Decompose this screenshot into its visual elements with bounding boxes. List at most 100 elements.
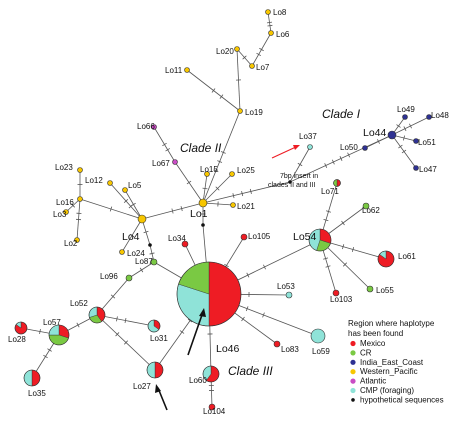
black-arrow-lo27	[157, 387, 168, 411]
node-lo20	[234, 46, 240, 52]
node-lo12	[107, 180, 113, 186]
legend-label-2: India_East_Coast	[360, 358, 424, 367]
mutation-tick	[110, 294, 116, 299]
mutation-tick	[351, 246, 355, 253]
mutation-tick	[323, 218, 329, 222]
legend-items: MexicoCRIndia_East_CoastWestern_PacificA…	[350, 339, 444, 404]
legend-label-6: hypothetical sequences	[360, 395, 444, 404]
label-lo28: Lo28	[8, 335, 26, 344]
node-lo1	[198, 198, 208, 208]
mutation-tick	[217, 160, 223, 163]
mutation-tick	[262, 312, 265, 318]
label-lo57: Lo57	[43, 318, 61, 327]
mutation-ticks	[39, 21, 412, 391]
label-lo11: Lo11	[165, 66, 183, 75]
node-lo8	[265, 9, 271, 15]
label-lo25: Lo25	[237, 166, 255, 175]
black-arrowhead-clade3	[199, 308, 206, 317]
label-lo60: Lo60	[189, 376, 207, 385]
mutation-tick	[213, 169, 219, 173]
mutation-tick	[342, 262, 348, 267]
node-lo62	[362, 202, 370, 210]
label-lo51: Lo51	[418, 138, 436, 147]
edge-Lo1-h290182	[202, 181, 291, 204]
mutation-tick	[263, 264, 266, 270]
mutation-tick	[128, 204, 133, 209]
node-lo4	[137, 214, 147, 224]
haplotype-labels: Lo1Lo2Lo3Lo4Lo5Lo6Lo7Lo8Lo11Lo12Lo15Lo16…	[8, 8, 449, 416]
legend-swatch-4	[350, 378, 356, 384]
legend-swatch-2	[350, 359, 356, 365]
label-lo61: Lo61	[398, 252, 416, 261]
label-lo46: Lo46	[216, 343, 240, 355]
mutation-tick	[342, 244, 345, 250]
mutation-tick	[39, 328, 41, 335]
label-lo66: Lo66	[137, 122, 155, 131]
label-lo4: Lo4	[122, 231, 140, 243]
node-lo52	[88, 306, 106, 324]
label-lo37: Lo37	[299, 132, 317, 141]
clade-2-label: Clade II	[180, 141, 222, 155]
node-lo11	[184, 67, 190, 73]
pie-slice-mexico	[208, 261, 242, 327]
label-lo105: Lo105	[248, 232, 271, 241]
mutation-tick	[324, 163, 328, 168]
label-lo49: Lo49	[397, 105, 415, 114]
label-lo62: Lo62	[362, 206, 380, 215]
label-lo83: Lo83	[281, 345, 299, 354]
node-lo25	[229, 171, 235, 177]
node-lo3	[63, 209, 69, 215]
label-lo87: Lo87	[135, 257, 153, 266]
insert-note-line1: 7bp insert in	[280, 173, 318, 180]
label-lo27: Lo27	[133, 382, 151, 391]
mutation-tick	[211, 88, 216, 93]
label-lo48: Lo48	[431, 111, 449, 120]
mutation-tick	[347, 152, 351, 158]
mutation-tick	[47, 348, 52, 352]
mutation-tick	[129, 233, 135, 238]
node-lo55	[366, 285, 374, 293]
mutation-tick	[187, 318, 193, 323]
node-lo31	[147, 319, 161, 333]
mutation-tick	[259, 47, 264, 52]
node-lo35	[23, 369, 41, 387]
mutation-tick	[331, 159, 335, 165]
label-lo24: Lo24	[127, 249, 145, 258]
pie-slice-cmp	[146, 361, 156, 379]
label-lo34: Lo34	[168, 234, 186, 243]
hypothetical-node	[288, 180, 292, 184]
label-lo53: Lo53	[277, 282, 295, 291]
label-lo54: Lo54	[293, 231, 317, 243]
label-lo59: Lo59	[312, 347, 330, 356]
node-lo48	[426, 114, 432, 120]
black-arrowhead-lo27	[155, 384, 161, 393]
mutation-tick	[325, 265, 331, 268]
pie-slice-mexico	[31, 369, 41, 387]
node-lo71	[333, 179, 341, 187]
node-lo5	[122, 187, 128, 193]
legend-label-3: Western_Pacific	[360, 367, 418, 376]
legend: Region where haplotype has been found Me…	[348, 319, 444, 404]
mutation-tick	[186, 180, 192, 185]
label-lo19: Lo19	[245, 108, 263, 117]
pie-slice-mexico	[154, 361, 164, 379]
mutation-tick	[71, 203, 75, 208]
node-lo67	[172, 159, 178, 165]
label-lo47: Lo47	[419, 165, 437, 174]
node-lo23	[77, 167, 83, 173]
node-lo66	[151, 124, 157, 130]
label-lo8: Lo8	[273, 8, 287, 17]
mutation-tick	[43, 354, 48, 359]
node-lo87	[150, 258, 158, 266]
red-arrow	[271, 145, 299, 159]
mutation-tick	[297, 162, 303, 167]
mutation-tick	[398, 144, 403, 149]
mutation-tick	[116, 316, 118, 322]
mutation-tick	[123, 340, 129, 345]
mutation-tick	[232, 193, 235, 199]
node-lo34	[181, 240, 189, 248]
mutation-tick	[139, 267, 144, 273]
mutation-tick	[377, 139, 380, 144]
mutation-tick	[171, 208, 174, 214]
